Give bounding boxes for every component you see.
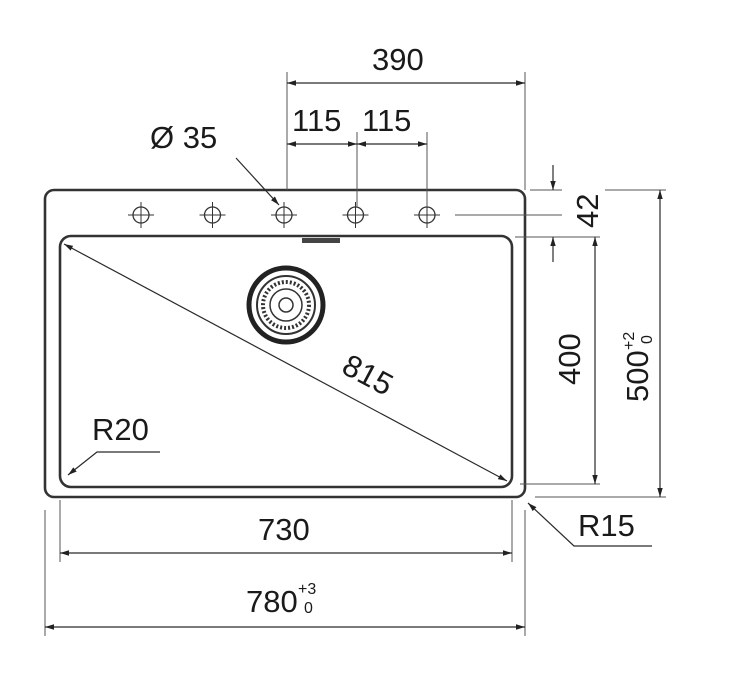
hole-diameter-label: Ø 35 xyxy=(150,120,217,155)
hole-offset-label: 42 xyxy=(570,194,605,228)
tap-zone-label: 390 xyxy=(372,42,424,77)
outer-radius-leader xyxy=(527,502,652,547)
tap-hole-icon xyxy=(342,202,369,228)
sink-outer-outline xyxy=(43,188,527,499)
overall-width-tolerance-minus: 0 xyxy=(304,600,313,617)
overall-depth-tolerance-plus: +2 xyxy=(621,332,638,350)
diagonal-dimension-line xyxy=(63,243,508,482)
diagonal-label: 815 xyxy=(337,347,399,402)
bowl-outline xyxy=(58,234,514,489)
tap-hole-icon xyxy=(271,202,297,228)
hole-spacing-label-1: 115 xyxy=(292,103,341,138)
inner-radius-label: R20 xyxy=(92,412,149,447)
overflow-slot xyxy=(302,238,340,243)
hole-spacing-label-2: 115 xyxy=(362,103,411,138)
tap-holes xyxy=(128,202,440,228)
overall-depth-tolerance-minus: 0 xyxy=(639,335,656,344)
tap-hole-icon xyxy=(128,202,154,228)
drain-icon xyxy=(246,265,326,345)
inner-radius-leader xyxy=(67,451,160,476)
overall-width-label: 780 xyxy=(246,584,298,619)
bowl-width-label: 730 xyxy=(258,512,310,547)
outer-radius-label: R15 xyxy=(578,508,635,543)
hole-diameter-leader xyxy=(235,157,280,206)
overall-depth-label: 500 xyxy=(620,350,655,402)
bowl-depth-label: 400 xyxy=(552,333,587,385)
tap-hole-icon xyxy=(199,202,226,228)
overall-width-tolerance-plus: +3 xyxy=(298,581,316,598)
